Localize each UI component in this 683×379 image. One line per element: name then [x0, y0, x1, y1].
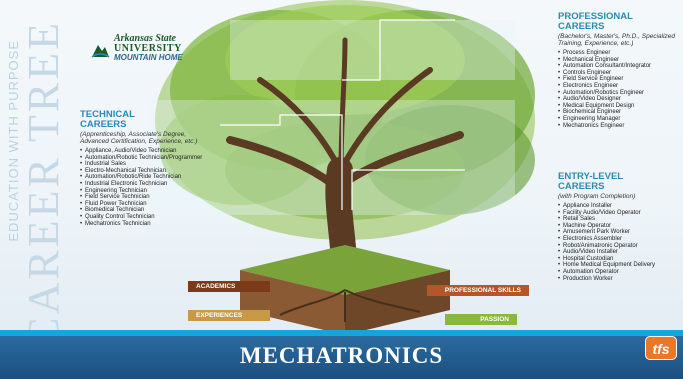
- list-item: Biomedical Technician: [80, 207, 212, 214]
- tree-illustration: [150, 0, 535, 330]
- list-item: Engineering Technician: [80, 188, 212, 195]
- list-item: Mechatronics Technician: [80, 221, 212, 228]
- list-item: Robot/Animatronic Operator: [558, 243, 680, 250]
- list-item: Field Service Engineer: [558, 76, 680, 83]
- list-item: Controls Engineer: [558, 70, 680, 77]
- list-item: Fluid Power Technician: [80, 201, 212, 208]
- list-item: Field Service Technician: [80, 194, 212, 201]
- list-item: Industrial Electronic Technician: [80, 181, 212, 188]
- left-slogan: EDUCATION WITH PURPOSE CAREER TREE: [4, 12, 68, 347]
- logo-line-2: UNIVERSITY: [114, 43, 182, 54]
- tfs-logo-badge: tfs: [645, 336, 677, 360]
- logo-line-1: Arkansas State: [114, 33, 176, 44]
- career-layer-planes: [150, 20, 515, 215]
- technical-career-list: Appliance, Audio/Video Technician Automa…: [80, 148, 212, 227]
- connector-lines: [220, 19, 465, 210]
- passion-ribbon: PASSION: [445, 314, 517, 325]
- banner-stripe: [0, 330, 683, 336]
- list-item: Machine Operator: [558, 223, 680, 230]
- list-item: Mechanical Engineer: [558, 57, 680, 64]
- list-item: Mechatronics Engineer: [558, 123, 680, 130]
- technical-subtitle: (Apprenticeship, Associate's Degree, Adv…: [80, 131, 198, 145]
- list-item: Biochemical Engineer: [558, 109, 680, 116]
- entry-title-2: CAREERS: [558, 181, 605, 192]
- banner-title: MECHATRONICS: [239, 343, 444, 368]
- list-item: Amusement Park Worker: [558, 229, 680, 236]
- list-item: Production Worker: [558, 276, 680, 283]
- list-item: Process Engineer: [558, 50, 680, 57]
- entry-career-list: Appliance Installer Facility Audio/Video…: [558, 203, 680, 282]
- list-item: Electronics Engineer: [558, 83, 680, 90]
- entry-level-careers-panel: ENTRY-LEVEL CAREERS (with Program Comple…: [558, 172, 680, 282]
- logo-line-3: MOUNTAIN HOME: [114, 53, 183, 62]
- list-item: Home Medical Equipment Delivery: [558, 262, 680, 269]
- list-item: Automation/Robotics Engineer: [558, 90, 680, 97]
- technical-title-1: TECHNICAL: [80, 109, 135, 120]
- professional-career-list: Process Engineer Mechanical Engineer Aut…: [558, 50, 680, 129]
- technical-title-2: CAREERS: [80, 119, 127, 130]
- list-item: Appliance Installer: [558, 203, 680, 210]
- tree-roots: [279, 289, 421, 322]
- entry-subtitle: (with Program Completion): [558, 193, 636, 200]
- professional-title-2: CAREERS: [558, 21, 605, 32]
- experiences-ribbon: EXPERIENCES: [188, 310, 270, 321]
- bottom-banner: [0, 330, 683, 379]
- entry-title-1: ENTRY-LEVEL: [558, 171, 624, 182]
- technical-careers-panel: TECHNICAL CAREERS (Apprenticeship, Assoc…: [80, 110, 212, 227]
- list-item: Automation Operator: [558, 269, 680, 276]
- professional-careers-panel: PROFESSIONAL CAREERS (Bachelor's, Master…: [558, 12, 680, 129]
- list-item: Facility Audio/Video Operator: [558, 210, 680, 217]
- list-item: Hospital Custodian: [558, 256, 680, 263]
- list-item: Audio/Video Designer: [558, 96, 680, 103]
- list-item: Electronics Assembler: [558, 236, 680, 243]
- list-item: Automation/Robotic/Ride Technician: [80, 174, 212, 181]
- list-item: Automation Consultant/Integrator: [558, 63, 680, 70]
- list-item: Engineering Manager: [558, 116, 680, 123]
- professional-title-1: PROFESSIONAL: [558, 11, 633, 22]
- mountain-logo-icon: [91, 45, 110, 58]
- list-item: Quality Control Technician: [80, 214, 212, 221]
- professional-skills-ribbon: PROFESSIONAL SKILLS: [427, 285, 529, 296]
- academics-ribbon: ACADEMICS: [188, 281, 270, 292]
- professional-subtitle: (Bachelor's, Master's, Ph.D., Specialize…: [558, 33, 675, 47]
- university-logo: Arkansas State UNIVERSITY MOUNTAIN HOME: [90, 34, 183, 62]
- list-item: Automation/Robotic Technician/Programmer: [80, 155, 212, 162]
- list-item: Audio/Video Installer: [558, 249, 680, 256]
- list-item: Medical Equipment Design: [558, 103, 680, 110]
- list-item: Appliance, Audio/Video Technician: [80, 148, 212, 155]
- slogan-big-text: CAREER TREE: [19, 20, 68, 347]
- list-item: Electro-Mechanical Technician: [80, 168, 212, 175]
- list-item: Industrial Sales: [80, 161, 212, 168]
- list-item: Retail Sales: [558, 216, 680, 223]
